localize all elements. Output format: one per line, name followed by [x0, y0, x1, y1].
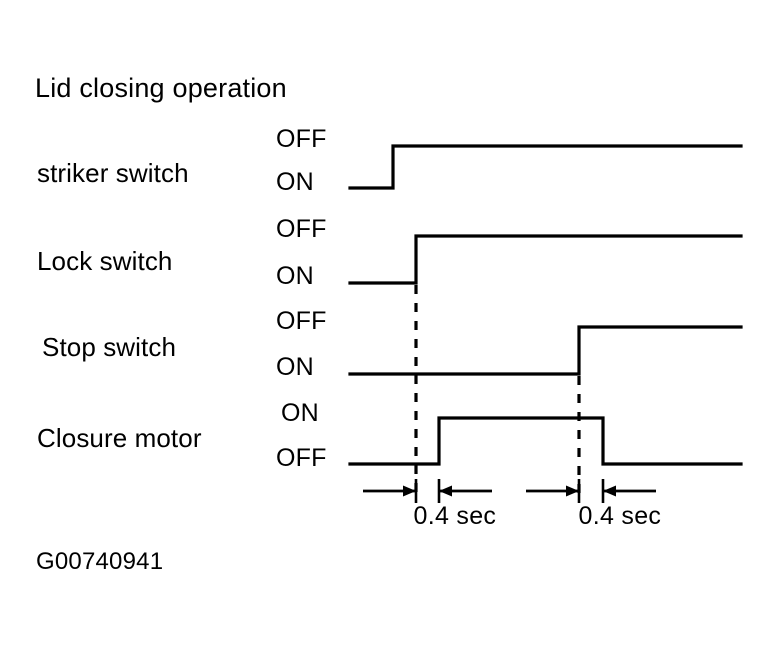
guide-line-group: [414, 285, 581, 497]
state-label-stop-high: OFF: [276, 307, 327, 335]
waveform-group: [348, 144, 743, 466]
state-label-lock-low: ON: [276, 262, 314, 290]
signal-label-stop-switch: Stop switch: [42, 332, 177, 362]
dimension-delay-stop-to-motor-off-left-arrowhead: [566, 485, 579, 497]
dimension-label-lock-to-motor-on: 0.4 sec: [413, 502, 497, 530]
waveform-closure-motor: [348, 416, 743, 466]
waveform-lock-switch: [348, 234, 743, 285]
signal-label-lock-switch: Lock switch: [37, 246, 173, 276]
state-label-stop-low: ON: [276, 353, 314, 381]
dimension-delay-lock-to-motor-on-left-arrowhead: [403, 485, 416, 497]
state-label-striker-high: OFF: [276, 125, 327, 153]
dimension-label-stop-to-motor-off: 0.4 sec: [578, 502, 662, 530]
figure-code: G00740941: [36, 548, 164, 575]
state-label-striker-low: ON: [276, 168, 314, 196]
waveform-stop-switch: [348, 325, 743, 376]
dimension-group: [363, 479, 656, 503]
dimension-delay-lock-to-motor-on-right-arrowhead: [439, 485, 452, 497]
state-label-lock-high: OFF: [276, 215, 327, 243]
state-label-motor-low: OFF: [276, 444, 327, 472]
waveform-striker-switch: [348, 144, 743, 190]
signal-label-closure-motor: Closure motor: [37, 423, 202, 453]
page-title: Lid closing operation: [35, 73, 287, 103]
state-label-motor-high: ON: [281, 399, 319, 427]
dimension-delay-stop-to-motor-off-right-arrowhead: [603, 485, 616, 497]
signal-label-striker-switch: striker switch: [37, 158, 189, 188]
